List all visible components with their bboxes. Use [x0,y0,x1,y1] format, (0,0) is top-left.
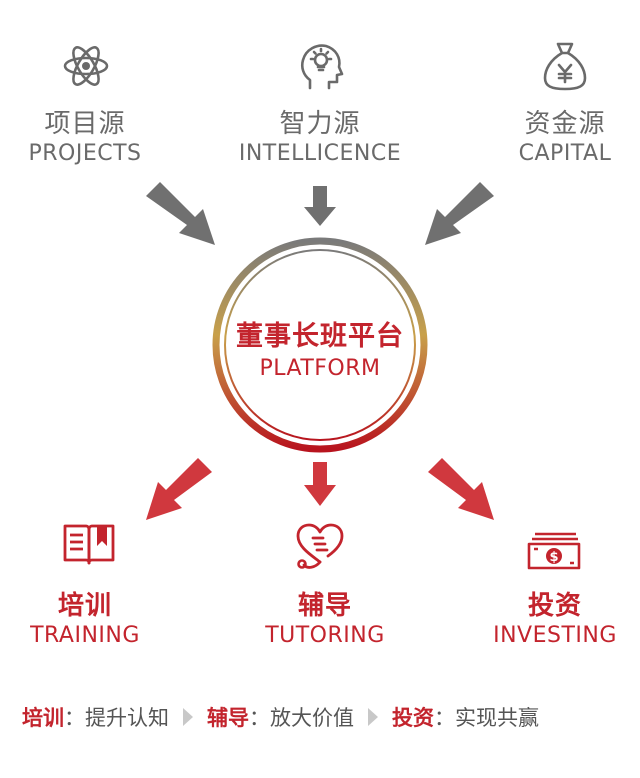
summary-line: 培训 ： 提升认知 辅导 ： 放大价值 投资 ： 实现共赢 [22,700,539,734]
source-intellicence-cn: 智力源 [279,109,361,139]
summary-value-training: 提升认知 [85,706,169,730]
atom-icon [63,46,109,86]
arrow-hub-to-investing [428,458,494,520]
hub-title-cn: 董事长班平台 [236,321,404,352]
output-training: 培训 TRAINING [0,590,185,650]
chevron-right-icon [183,708,193,726]
output-tutoring-en: TUTORING [265,623,385,648]
source-intellicence: 智力源 INTELLICENCE [220,108,420,168]
arrow-hub-to-tutoring [304,462,336,506]
arrow-projects-to-hub [146,182,215,245]
head-lightbulb-icon [300,44,344,90]
arrow-capital-to-hub [425,182,494,245]
hub-title-en: PLATFORM [259,356,381,381]
output-investing-en: INVESTING [493,623,617,648]
source-capital-en: CAPITAL [518,141,612,166]
source-projects-cn: 项目源 [44,109,126,139]
source-capital: 资金源 CAPITAL [465,108,640,168]
summary-colon-tutoring: ： [249,706,270,730]
output-training-en: TRAINING [30,623,140,648]
summary-value-investing: 实现共赢 [455,706,539,730]
hub-ring-inner [224,249,416,441]
source-capital-cn: 资金源 [524,109,606,139]
summary-key-investing: 投资 [392,706,434,730]
output-investing: 投资 INVESTING [455,590,640,650]
summary-colon-training: ： [64,706,85,730]
arrow-hub-to-training [146,458,212,520]
money-bag-icon [543,42,587,91]
output-tutoring: 辅导 TUTORING [225,590,425,650]
output-training-cn: 培训 [57,591,112,621]
source-projects: 项目源 PROJECTS [0,108,185,168]
svg-text:$: $ [549,550,558,565]
summary-key-training: 培训 [22,706,64,730]
output-investing-cn: 投资 [527,591,582,621]
summary-value-tutoring: 放大价值 [270,706,354,730]
summary-key-tutoring: 辅导 [207,706,249,730]
source-intellicence-en: INTELLICENCE [238,141,402,166]
hub-ring-outer [212,237,428,453]
heart-stethoscope-icon [296,523,344,569]
banknote-icon: $ [527,532,581,570]
hub-label: 董事长班平台 PLATFORM [200,320,440,384]
book-icon [63,524,115,565]
chevron-right-icon [368,708,378,726]
arrow-intellicence-to-hub [304,186,336,226]
summary-colon-investing: ： [434,706,455,730]
output-tutoring-cn: 辅导 [297,591,352,621]
source-projects-en: PROJECTS [28,141,142,166]
